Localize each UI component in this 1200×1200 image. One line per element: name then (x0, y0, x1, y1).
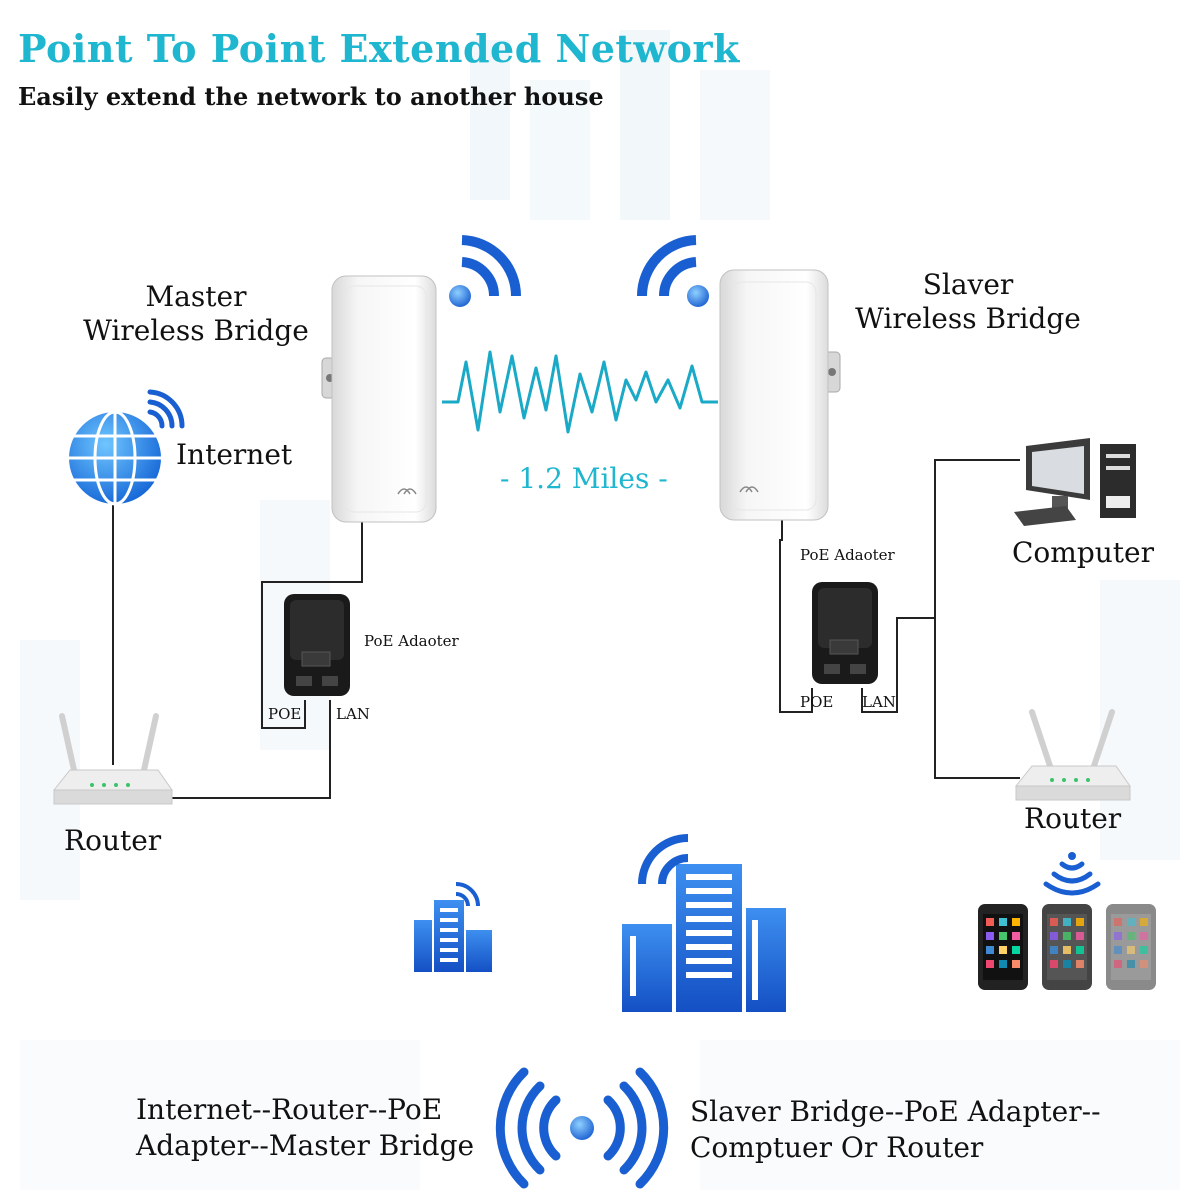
footer-right-line2: Comptuer Or Router (690, 1131, 984, 1164)
phone-icon-1 (978, 904, 1028, 990)
phone-icon-2 (1042, 904, 1092, 990)
slaver-bridge-label-line2: Wireless Bridge (855, 302, 1081, 335)
phone-icon-3 (1106, 904, 1156, 990)
building-icon-large (622, 834, 786, 1012)
poe-adapter-left (284, 594, 350, 696)
signal-icon-right (637, 235, 709, 307)
footer-left-line1: Internet--Router--PoE (136, 1093, 443, 1126)
poe-adapter-right-label: PoE Adaoter (800, 546, 895, 564)
poe-port-left-label: POE (268, 705, 302, 723)
background-city-pattern (20, 30, 1180, 1190)
page-subtitle: Easily extend the network to another hou… (18, 82, 604, 111)
master-bridge-label-line1: Master (145, 280, 247, 313)
slaver-bridge-label: Slaver Wireless Bridge (846, 268, 1090, 336)
footer-right-line1: Slaver Bridge--PoE Adapter-- (690, 1095, 1101, 1128)
cables (112, 459, 1020, 799)
globe-icon (69, 389, 185, 506)
signal-icon-left (449, 235, 521, 307)
building-icon-small (414, 882, 492, 972)
wifi-icon (1043, 852, 1101, 896)
wireless-wave (442, 350, 718, 434)
router-right-device (1014, 709, 1131, 801)
footer-right-text: Slaver Bridge--PoE Adapter-- Comptuer Or… (690, 1094, 1101, 1166)
poe-port-right-label: POE (800, 693, 834, 711)
footer-left-line2: Adapter--Master Bridge (136, 1129, 475, 1162)
footer-left-text: Internet--Router--PoE Adapter--Master Br… (136, 1092, 474, 1164)
slaver-bridge-device (719, 269, 841, 521)
internet-label: Internet (176, 438, 293, 471)
distance-label: - 1.2 Miles - (500, 462, 668, 495)
wireless-signal-icon (495, 1067, 669, 1189)
computer-icon (1014, 438, 1136, 526)
master-bridge-device (321, 275, 437, 523)
router-right-label: Router (1024, 802, 1122, 835)
lan-port-left-label: LAN (336, 705, 370, 723)
computer-label: Computer (1012, 536, 1154, 569)
master-bridge-label: Master Wireless Bridge (76, 280, 316, 348)
lan-port-right-label: LAN (862, 693, 896, 711)
poe-adapter-left-label: PoE Adaoter (364, 632, 459, 650)
page-title: Point To Point Extended Network (18, 26, 740, 71)
poe-adapter-right (812, 582, 878, 684)
router-left-label: Router (64, 824, 162, 857)
slaver-bridge-label-line1: Slaver (922, 268, 1014, 301)
master-bridge-label-line2: Wireless Bridge (83, 314, 309, 347)
router-left-device (52, 713, 173, 805)
